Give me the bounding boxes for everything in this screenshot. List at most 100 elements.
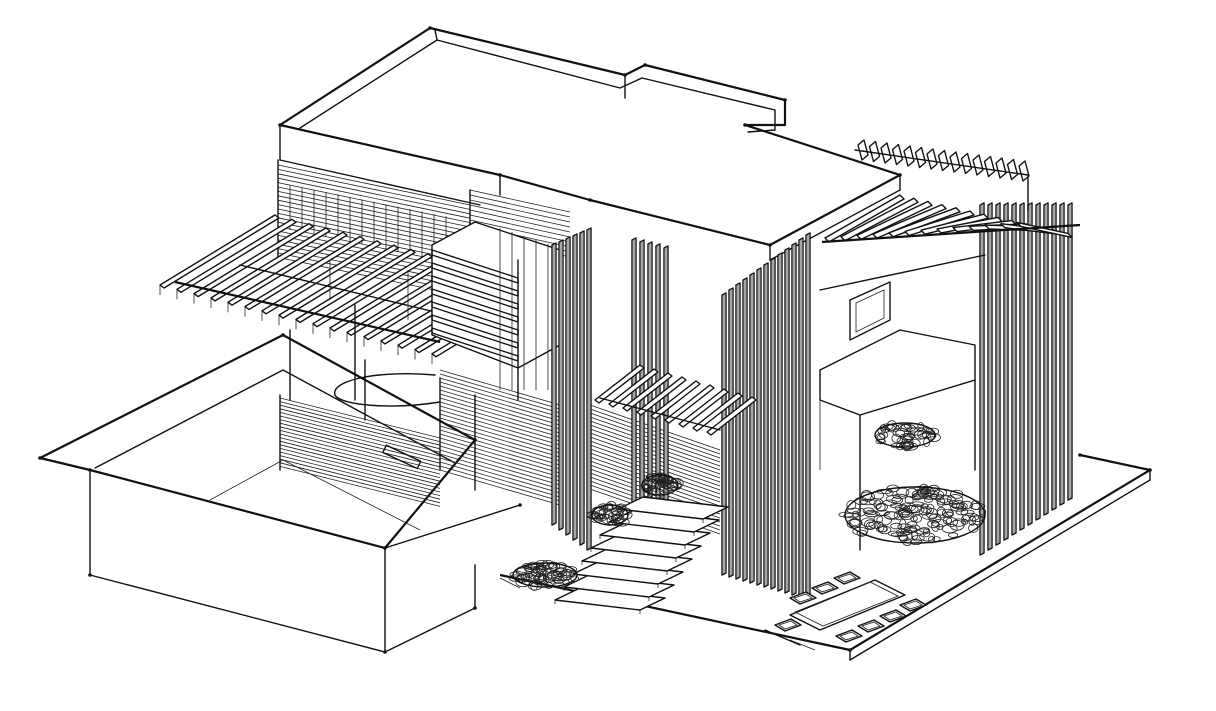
paving-stone [904,495,914,505]
paving-stone [942,508,954,518]
rear-pergola-slat [972,154,984,176]
wall-slat [439,381,561,418]
paving-stone [520,573,531,581]
curved-wall-detail [289,329,441,470]
wall-slat [589,436,721,483]
wall-slat [279,448,441,489]
paving-stone [838,511,854,518]
paving-stone [946,494,964,505]
wall-slat [279,462,441,504]
paving-stone [917,422,925,432]
wall-slat [279,401,441,442]
step-tread [581,548,693,572]
pergola-slat [856,200,933,241]
wall-slat [279,415,441,457]
wall-slat [439,449,561,486]
paving-stone [906,521,918,528]
paving-stone [657,473,670,484]
paving-stone [960,518,969,525]
dining-chair [811,581,839,595]
wall-slat [439,461,561,498]
vertex-dot [38,456,42,460]
paving-stone [913,514,922,523]
chair-seat [903,600,923,610]
paving-stone [860,517,876,527]
wall-slat [439,469,561,506]
paving-stone [899,433,915,441]
paving-outline [844,486,986,544]
wall-slat [279,426,441,468]
wall-slat [439,453,561,490]
facade-slat [277,164,471,206]
pergola-edge [821,223,1081,244]
wall-slat [279,444,441,486]
paving-stone [901,527,918,533]
paving-stone [537,573,546,583]
central-balcony-screen [431,221,561,401]
chair-seat [883,611,903,621]
paving-stone [897,530,913,542]
step-tread [572,561,684,585]
paving-stone [879,431,889,439]
paving-stone [892,493,907,499]
wall-slat [439,437,561,474]
pergola-rafter [295,248,416,324]
entry-rafter [650,380,701,420]
wall-slat [279,404,441,446]
entry-rafter [692,392,743,432]
vertex-dot [848,648,852,652]
dining-chair [899,598,927,612]
wall-slat [279,440,441,482]
paving-stone [909,501,925,508]
rear-pergola-slat [903,145,915,167]
entrance-steps [554,496,729,614]
chair-seat [861,621,881,631]
paving-stone [927,536,936,544]
wall-slat [439,441,561,478]
paving-stone [523,575,540,582]
rear-pergola-slat [995,157,1007,179]
wall-slat [589,440,721,487]
left-plinth [38,333,521,653]
wall-slat [589,404,721,451]
pergola-beam [819,254,986,291]
paving-stone [926,431,937,440]
upper-volume [278,26,902,261]
paving-outline [591,504,629,526]
garden-paving [508,420,987,591]
pergola-slat [872,203,947,239]
right-pergola [819,139,1081,291]
vertex-dot [623,73,627,77]
paving-stone [917,488,932,498]
dining-chair [774,618,802,632]
wall-slat [439,433,561,470]
wall-slat [589,412,721,459]
paving-stone [960,509,975,516]
wall-slat [439,413,561,450]
wall-slat [439,409,561,446]
wall-slat [279,437,441,478]
rear-pergola-slat [1006,158,1019,181]
vertex-dot [428,26,432,30]
paving-stone [903,529,913,536]
paving-stone [860,489,872,501]
wall-slat [589,428,721,475]
wall-slat [279,422,441,464]
wall-slat [279,466,441,507]
paving-stone [852,526,869,536]
paving-stone [532,575,550,582]
vertex-dot [783,98,787,102]
chair-seat [793,593,813,603]
paving-stone [936,497,946,507]
entry-rafter [706,396,757,436]
entry-rafter [594,364,645,404]
paving-stone [936,508,947,519]
paving-stone [936,506,946,516]
wall-slat [279,455,441,496]
vertex-dots [38,26,1152,654]
wall-slat [439,421,561,458]
wall-slat [279,397,441,439]
pergola-slat [840,197,919,242]
paving-stone [952,518,966,527]
vertex-dot [898,173,902,177]
